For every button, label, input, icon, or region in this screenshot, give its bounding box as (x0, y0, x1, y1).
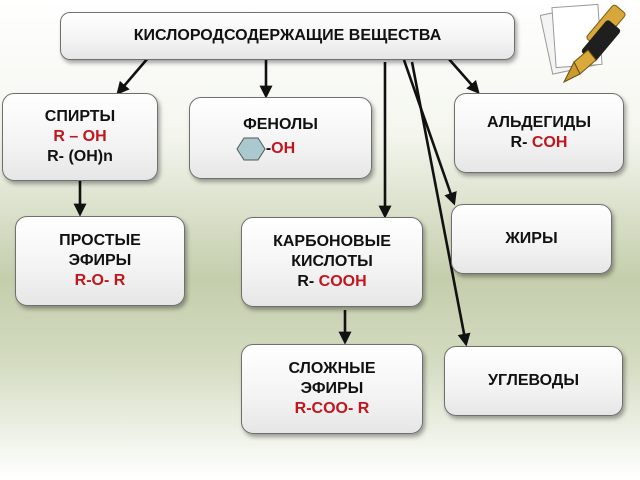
phenols-box: ФЕНОЛЫ - OH (189, 97, 372, 179)
arrow-to-carbs (410, 61, 471, 347)
phenols-group: OH (271, 140, 296, 157)
benzene-ring-icon (236, 137, 266, 161)
diagram-title: КИСЛОРОДСОДЕРЖАЩИЕ ВЕЩЕСТВА (133, 27, 442, 44)
arrow-to-aldehydes (447, 57, 480, 94)
esters-name-2: ЭФИРЫ (300, 380, 364, 397)
fats-name: ЖИРЫ (505, 230, 558, 247)
alcohols-box: СПИРТЫ R – OH R- (OH)n (2, 93, 158, 181)
acids-prefix: R- (297, 273, 319, 290)
acids-name-1: КАРБОНОВЫЕ (273, 233, 391, 250)
acids-box: КАРБОНОВЫЕ КИСЛОТЫ R- COOH (241, 217, 423, 307)
esters-formula: R-COO- R (294, 400, 370, 417)
ethers-box: ПРОСТЫЕ ЭФИРЫ R-O- R (15, 216, 185, 306)
phenols-formula: - OH (236, 137, 295, 161)
alcohols-formula-1: R – OH (53, 128, 107, 145)
arrow-to-fats (402, 59, 457, 206)
fats-box: ЖИРЫ (451, 204, 612, 274)
carbs-box: УГЛЕВОДЫ (444, 346, 623, 416)
phenols-name: ФЕНОЛЫ (243, 116, 318, 133)
aldehydes-group: COH (531, 134, 568, 151)
title-box: КИСЛОРОДСОДЕРЖАЩИЕ ВЕЩЕСТВА (60, 12, 515, 60)
carbs-name: УГЛЕВОДЫ (488, 372, 579, 389)
ethers-formula: R-O- R (74, 272, 126, 289)
esters-name-1: СЛОЖНЫЕ (288, 360, 376, 377)
acids-formula: R- COOH (297, 272, 366, 292)
aldehydes-box: АЛЬДЕГИДЫ R- COH (454, 93, 624, 173)
ethers-name-1: ПРОСТЫЕ (59, 232, 141, 249)
phenols-prefix: - (265, 140, 272, 157)
ethers-name-2: ЭФИРЫ (68, 252, 132, 269)
acids-name-2: КИСЛОТЫ (291, 253, 373, 270)
fountain-pen-icon (540, 3, 626, 84)
acids-group: COOH (318, 273, 367, 290)
alcohols-name: СПИРТЫ (44, 108, 116, 125)
aldehydes-prefix: R- (510, 134, 532, 151)
aldehydes-name: АЛЬДЕГИДЫ (487, 114, 591, 131)
arrow-to-alcohols (116, 57, 149, 95)
aldehydes-formula: R- COH (511, 133, 568, 153)
alcohols-formula-2: R- (OH)n (47, 148, 113, 165)
esters-box: СЛОЖНЫЕ ЭФИРЫ R-COO- R (241, 344, 423, 434)
